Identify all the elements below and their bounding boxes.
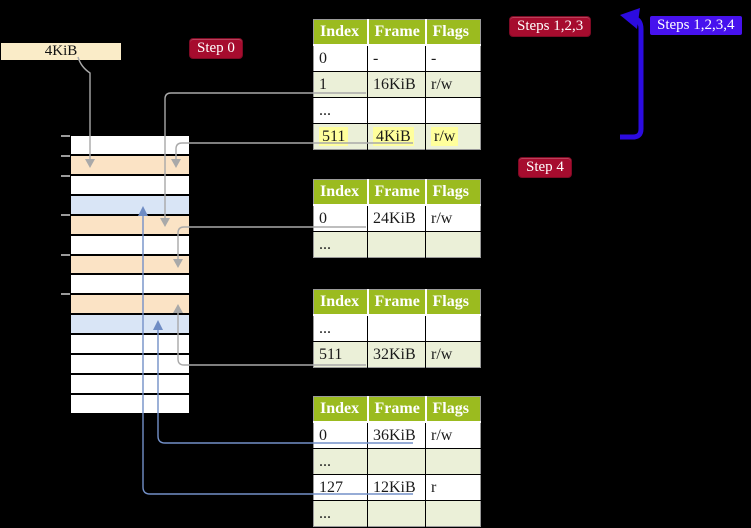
frame-size-label: 4KiB <box>0 42 122 61</box>
recursive-loop-arrow <box>620 8 644 140</box>
table-cell: 12KiB <box>367 474 426 501</box>
highlighted-value: 511 <box>319 127 349 146</box>
column-header-frame: Frame <box>367 19 427 46</box>
column-header-index: Index <box>313 289 369 316</box>
page-table-3: Index Frame Flags ... 511 32KiB r/w <box>313 289 481 368</box>
memory-strip <box>70 135 190 414</box>
column-header-index: Index <box>313 179 369 206</box>
badge-steps-1-2-3: Steps 1,2,3 <box>509 16 592 37</box>
table-cell: 16KiB <box>367 71 426 98</box>
badge-step-4: Step 4 <box>518 157 572 178</box>
badge-step-0: Step 0 <box>189 38 243 59</box>
table-cell <box>425 448 481 475</box>
column-header-index: Index <box>313 396 369 423</box>
table-cell: 4KiB <box>367 123 426 150</box>
memory-frame-row <box>71 153 189 174</box>
table-row: 1 16KiB r/w <box>313 71 481 98</box>
table-row: ... <box>313 97 481 124</box>
memory-frame-row <box>71 173 189 194</box>
highlighted-value: 4KiB <box>373 127 414 146</box>
table-cell: 24KiB <box>367 205 426 232</box>
memory-frame-row <box>71 193 189 214</box>
table-cell: 511 <box>313 123 368 150</box>
table-row: 0 24KiB r/w <box>313 205 481 232</box>
table-row: 0 36KiB r/w <box>313 422 481 449</box>
table-row: 511 32KiB r/w <box>313 341 481 368</box>
memory-frame-row <box>71 353 189 374</box>
column-header-index: Index <box>313 19 369 46</box>
memory-frame-row <box>71 233 189 254</box>
memory-frame-row <box>71 253 189 274</box>
table-row: 127 12KiB r <box>313 474 481 501</box>
frame-size-text: 4KiB <box>44 43 78 59</box>
table-cell <box>367 231 426 258</box>
table-cell <box>425 500 481 527</box>
table-cell <box>367 97 426 124</box>
table-cell: 32KiB <box>367 341 426 368</box>
table-row: ... <box>313 231 481 258</box>
arrowhead-left-icon <box>620 8 640 29</box>
table-cell: 511 <box>313 341 368 368</box>
memory-frame-row <box>71 373 189 393</box>
page-table-2: Index Frame Flags 0 24KiB r/w ... <box>313 179 481 258</box>
table-row: ... <box>313 448 481 475</box>
table-cell: 127 <box>313 474 368 501</box>
table-cell <box>367 500 426 527</box>
memory-frame-row <box>71 313 189 334</box>
table-cell: r/w <box>425 71 481 98</box>
table-cell: - <box>425 45 481 72</box>
table-cell <box>425 97 481 124</box>
table-cell: r <box>425 474 481 501</box>
badge-steps-1-2-3-4: Steps 1,2,3,4 <box>650 16 742 35</box>
column-header-flags: Flags <box>425 289 481 316</box>
column-header-frame: Frame <box>367 179 427 206</box>
address-tick-marks <box>61 135 70 295</box>
table-row: ... <box>313 315 481 342</box>
table-cell: 1 <box>313 71 368 98</box>
table-cell: r/w <box>425 123 481 150</box>
table-cell: r/w <box>425 422 481 449</box>
memory-frame-row <box>71 333 189 354</box>
table-cell: ... <box>313 231 368 258</box>
highlighted-value: r/w <box>431 127 459 146</box>
column-header-frame: Frame <box>367 396 427 423</box>
memory-frame-row <box>71 392 189 413</box>
table-cell <box>425 231 481 258</box>
column-header-frame: Frame <box>367 289 427 316</box>
table-row: 0 - - <box>313 45 481 72</box>
column-header-flags: Flags <box>425 396 481 423</box>
table-cell: - <box>367 45 426 72</box>
table-cell <box>425 315 481 342</box>
table-cell: ... <box>313 97 368 124</box>
memory-frame-row <box>71 213 189 234</box>
table-cell <box>367 448 426 475</box>
table-cell: r/w <box>425 341 481 368</box>
table-cell: 0 <box>313 45 368 72</box>
table-cell <box>367 315 426 342</box>
table-cell: r/w <box>425 205 481 232</box>
page-table-1: Index Frame Flags 0 - - 1 16KiB r/w ... … <box>313 19 481 150</box>
table-cell: ... <box>313 500 368 527</box>
column-header-flags: Flags <box>425 19 481 46</box>
table-cell: ... <box>313 448 368 475</box>
memory-frame-row <box>71 136 189 154</box>
table-row: ... <box>313 500 481 527</box>
table-cell: 0 <box>313 422 368 449</box>
loop-arrow-shaft <box>620 15 644 140</box>
table-cell: ... <box>313 315 368 342</box>
table-cell: 0 <box>313 205 368 232</box>
column-header-flags: Flags <box>425 179 481 206</box>
page-table-4: Index Frame Flags 0 36KiB r/w ... 127 12… <box>313 396 481 527</box>
table-cell: 36KiB <box>367 422 426 449</box>
memory-frame-row <box>71 293 189 314</box>
memory-frame-row <box>71 273 189 294</box>
table-row: 511 4KiB r/w <box>313 123 481 150</box>
